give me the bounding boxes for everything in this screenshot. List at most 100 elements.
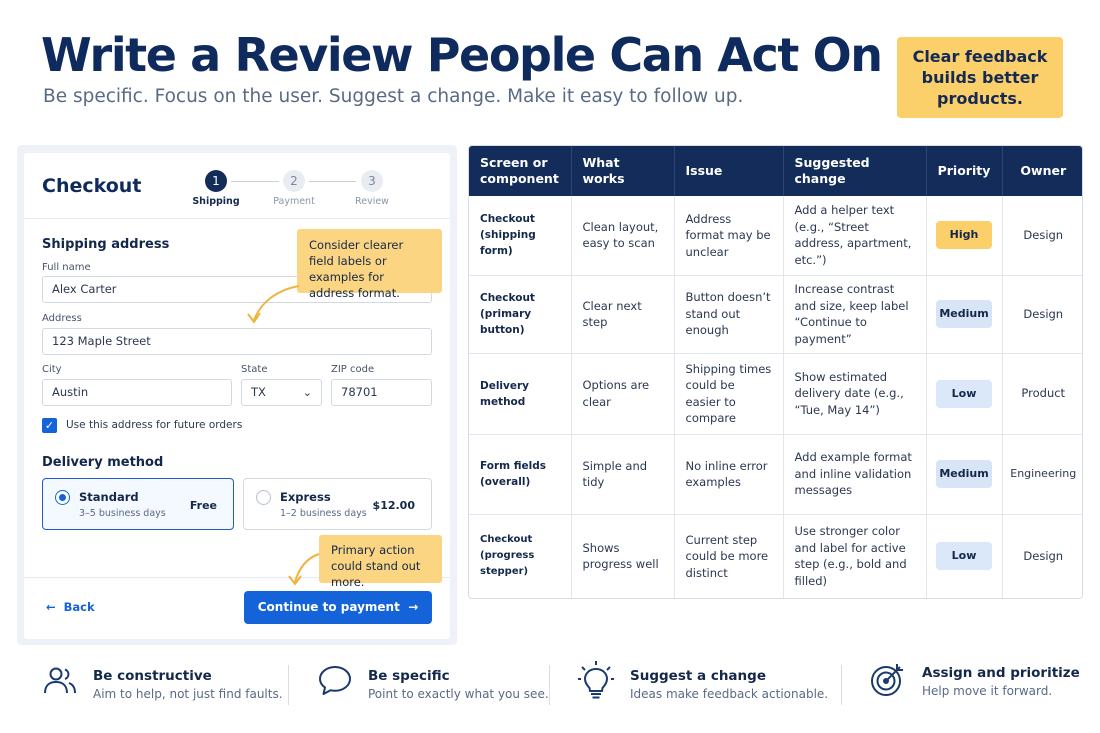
issue-cell: Button doesn’t stand out enough [674,275,784,354]
note-field-labels: Consider clearer field labels or example… [297,229,442,300]
people-icon [44,667,76,694]
checkmark-icon: ✓ [44,419,55,432]
step-shipping[interactable]: 1 Shipping [186,170,246,207]
works-cell: Simple and tidy [571,434,675,515]
stepper-connector [231,181,279,182]
continue-button[interactable]: Continue to payment → [244,591,432,624]
callout-note: Clear feedback builds better products. [897,37,1063,118]
feedback-table: Screen or component What works Issue Sug… [468,145,1083,599]
radio-unselected-icon [256,490,271,505]
table-row: Checkout (progress stepper) Shows progre… [469,514,1082,598]
column-header: Issue [674,146,784,196]
change-cell: Increase contrast and size, keep label “… [783,275,927,354]
column-header: Suggested change [783,146,927,196]
delivery-option-express[interactable]: Express 1–2 business days $12.00 [243,478,432,530]
priority-badge: Low [936,542,992,571]
tip-title: Be specific [368,668,450,684]
tip-be-constructive: Be constructive Aim to help, not just fi… [43,663,283,713]
arrow-left-icon: ← [46,600,56,614]
address-field[interactable]: 123 Maple Street [42,328,432,355]
priority-badge: Low [936,379,992,408]
issue-cell: Current step could be more distinct [674,514,784,598]
works-cell: Clear next step [571,275,675,354]
table-row: Checkout (primary button) Clear next ste… [469,275,1082,354]
option-price: Free [189,499,217,512]
tip-divider [288,665,289,705]
works-cell: Options are clear [571,353,675,435]
save-address-checkbox[interactable]: ✓ [42,418,57,433]
step-label: Review [355,196,389,207]
table-row: Delivery method Options are clear Shippi… [469,353,1082,435]
save-address-label: Use this address for future orders [66,419,243,431]
tip-title: Be constructive [93,668,212,684]
step-label: Shipping [192,196,240,207]
back-button[interactable]: ← Back [46,600,95,614]
priority-cell: Medium [926,275,1003,354]
owner-cell: Engineering [1002,434,1082,515]
delivery-section-title: Delivery method [42,455,164,470]
tip-assign-prioritize: Assign and prioritize Help move it forwa… [869,660,1089,710]
component-cell: Checkout (progress stepper) [469,514,572,598]
component-cell: Checkout (primary button) [469,275,572,354]
chevron-down-icon: ⌄ [302,386,312,399]
step-review[interactable]: 3 Review [342,170,402,207]
tip-desc: Aim to help, not just find faults. [93,687,283,701]
tip-desc: Help move it forward. [922,684,1053,698]
delivery-option-standard[interactable]: Standard 3–5 business days Free [42,478,234,530]
issue-cell: Address format may be unclear [674,196,784,276]
checkout-title: Checkout [42,175,142,197]
zip-field[interactable]: 78701 [331,379,432,406]
owner-cell: Product [1002,353,1082,435]
state-select[interactable]: TX ⌄ [241,379,322,406]
step-number: 2 [283,170,305,192]
option-desc: 3–5 business days [79,508,166,519]
owner-cell: Design [1002,275,1082,354]
tip-be-specific: Be specific Point to exactly what you se… [318,663,549,713]
continue-label: Continue to payment [257,600,400,614]
change-cell: Add a helper text (e.g., “Street address… [783,196,927,276]
component-cell: Checkout (shipping form) [469,196,572,276]
note-arrow-icon [247,285,300,324]
state-label: State [241,364,268,375]
speech-bubble-icon [319,666,351,695]
address-label: Address [42,313,82,324]
step-number: 3 [361,170,383,192]
step-label: Payment [273,196,315,207]
column-header: Screen or component [469,146,572,196]
column-header: What works [571,146,675,196]
table-row: Checkout (shipping form) Clean layout, e… [469,196,1082,276]
page-title: Write a Review People Can Act On [41,28,883,82]
priority-cell: High [926,196,1003,276]
issue-cell: No inline error examples [674,434,784,515]
table-header-row: Screen or component What works Issue Sug… [469,146,1082,196]
change-cell: Show estimated delivery date (e.g., “Tue… [783,353,927,435]
change-cell: Use stronger color and label for active … [783,514,927,598]
tip-suggest-change: Suggest a change Ideas make feedback act… [578,661,838,713]
works-cell: Shows progress well [571,514,675,598]
step-payment[interactable]: 2 Payment [264,170,324,207]
owner-cell: Design [1002,196,1082,276]
tip-title: Assign and prioritize [922,665,1080,681]
works-cell: Clean layout, easy to scan [571,196,675,276]
stepper-connector [309,181,356,182]
back-label: Back [63,600,95,614]
column-header: Owner [1002,146,1082,196]
city-field[interactable]: Austin [42,379,232,406]
priority-cell: Low [926,514,1003,598]
checkout-header: Checkout 1 Shipping 2 Payment 3 Review [24,153,450,219]
priority-badge: Medium [936,300,992,328]
priority-cell: Low [926,353,1003,435]
owner-cell: Design [1023,549,1064,563]
issue-cell: Shipping times could be easier to compar… [674,353,784,435]
priority-cell: Medium [926,434,1003,515]
checkout-footer [24,577,450,639]
option-name: Standard [79,490,139,504]
note-arrow-icon [288,553,320,586]
option-desc: 1–2 business days [280,508,367,519]
lightbulb-icon [578,661,614,699]
component-cell: Form fields (overall) [469,434,572,515]
full-name-label: Full name [42,262,91,273]
option-name: Express [280,490,331,504]
component-cell: Delivery method [469,353,572,435]
tip-title: Suggest a change [630,668,766,684]
